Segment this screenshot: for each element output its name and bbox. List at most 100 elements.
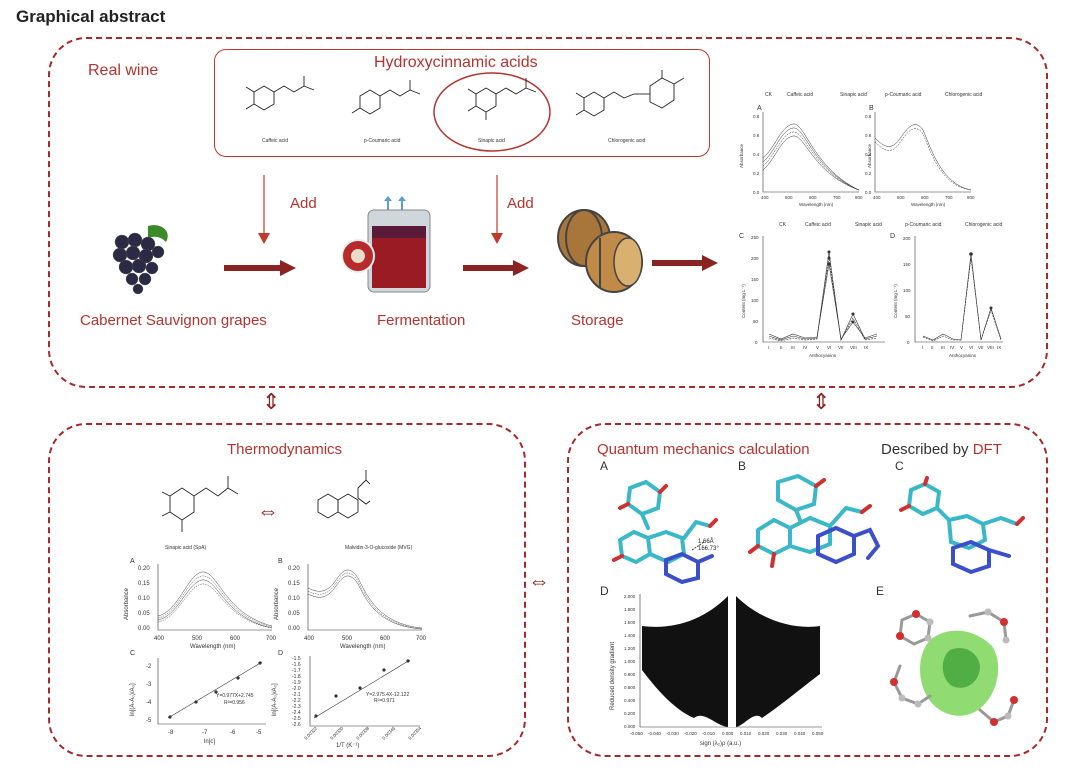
- svg-text:600: 600: [921, 195, 929, 200]
- quantum-title: Quantum mechanics calculation: [597, 441, 810, 458]
- real-wine-label: Real wine: [88, 62, 159, 79]
- svg-text:0.00338: 0.00338: [355, 725, 370, 740]
- described-by-label: Described by DFT: [881, 441, 1002, 458]
- svg-text:0.400: 0.400: [624, 698, 636, 703]
- thermo-chart-c: C -2 -3 -4 -5 -8 -7 -6 -5 ln[c] ln[(A-A₀…: [130, 650, 266, 745]
- svg-text:A: A: [130, 558, 135, 565]
- svg-text:100: 100: [903, 288, 911, 293]
- mvg-label: Malvidin-3-O-glucoside (MVG): [345, 545, 413, 551]
- svg-text:0.10: 0.10: [288, 596, 300, 602]
- svg-text:0.600: 0.600: [624, 685, 636, 690]
- svg-text:800: 800: [967, 195, 975, 200]
- svg-text:Caffeic acid: Caffeic acid: [787, 92, 813, 98]
- svg-text:B: B: [278, 558, 283, 565]
- svg-text:600: 600: [809, 195, 817, 200]
- svg-text:Absorbance: Absorbance: [274, 587, 280, 620]
- svg-text:100: 100: [751, 298, 759, 303]
- svg-text:Wavelength (nm): Wavelength (nm): [911, 202, 946, 207]
- connector-arrow-middle: ⇔: [528, 568, 550, 593]
- svg-text:0.15: 0.15: [138, 581, 150, 587]
- svg-text:-4: -4: [146, 700, 152, 706]
- svg-text:700: 700: [945, 195, 953, 200]
- svg-text:0: 0: [907, 340, 910, 345]
- svg-text:Wavelength (nm): Wavelength (nm): [340, 644, 385, 650]
- svg-text:-1.7: -1.7: [292, 668, 301, 674]
- svg-text:-2: -2: [146, 664, 152, 670]
- svg-text:700: 700: [416, 636, 427, 642]
- svg-text:0.10: 0.10: [138, 596, 150, 602]
- svg-text:Absorbance: Absorbance: [739, 143, 744, 168]
- svg-text:R²=0.971: R²=0.971: [374, 698, 395, 704]
- fermentation-tank-image: [341, 196, 431, 293]
- quantum-panel-label-a: A: [600, 459, 609, 473]
- svg-text:Anthocyanins: Anthocyanins: [949, 353, 977, 358]
- svg-text:III: III: [941, 345, 945, 350]
- svg-text:0.200: 0.200: [624, 711, 636, 716]
- svg-text:VII: VII: [838, 345, 844, 350]
- svg-text:400: 400: [761, 195, 769, 200]
- rdg-gap: [728, 596, 736, 727]
- svg-text:-1.6: -1.6: [292, 662, 301, 668]
- page-heading: Graphical abstract: [16, 7, 166, 26]
- svg-text:-1.5: -1.5: [292, 656, 301, 662]
- grapes-image: [112, 225, 168, 294]
- svg-text:I: I: [922, 345, 923, 350]
- spa-structure: [161, 476, 239, 532]
- svg-text:Sinapic acid: Sinapic acid: [855, 222, 882, 228]
- svg-text:VIII: VIII: [850, 345, 857, 350]
- bond-angle-label: 166.73°: [698, 546, 719, 552]
- content-d-label: D: [890, 233, 895, 240]
- svg-text:ln[(A-A₀)/A₀]: ln[(A-A₀)/A₀]: [272, 683, 278, 716]
- svg-text:0: 0: [755, 340, 758, 345]
- svg-text:p-Coumaric acid: p-Coumaric acid: [885, 92, 922, 98]
- svg-text:-2.6: -2.6: [292, 722, 301, 728]
- svg-text:-2.2: -2.2: [292, 698, 301, 704]
- svg-text:III: III: [791, 345, 795, 350]
- quantum-panel-label-e: E: [876, 584, 885, 598]
- svg-text:-1.8: -1.8: [292, 674, 301, 680]
- content-c-points: [827, 250, 855, 324]
- svg-text:1.600: 1.600: [624, 620, 636, 625]
- sinapic-highlight-ellipse: [433, 72, 551, 152]
- svg-text:0.20: 0.20: [138, 566, 150, 572]
- svg-text:200: 200: [903, 236, 911, 241]
- thermo-chart-a: A 0.20 0.15 0.10 0.05 0.00 400 500 600 7…: [124, 558, 277, 650]
- svg-text:1.400: 1.400: [624, 633, 636, 638]
- svg-text:500: 500: [192, 636, 203, 642]
- connector-arrow-left: ⇕: [262, 389, 281, 414]
- process-arrow-3: [652, 255, 718, 271]
- hca-title: Hydroxycinnamic acids: [374, 54, 538, 71]
- svg-text:250: 250: [751, 235, 759, 240]
- process-arrow-2: [463, 260, 529, 276]
- svg-text:700: 700: [266, 636, 277, 642]
- svg-text:1.800: 1.800: [624, 607, 636, 612]
- svg-text:0.000: 0.000: [722, 731, 734, 736]
- nci-isosurface-render: [890, 608, 1018, 726]
- sinapic-structure: [467, 78, 537, 120]
- anthocyanin-content-charts: CK Caffeic acid Sinapic acid p-Coumaric …: [739, 222, 1003, 358]
- content-c-label: C: [739, 233, 744, 240]
- svg-text:150: 150: [751, 277, 759, 282]
- svg-text:2.000: 2.000: [624, 594, 636, 599]
- spectra-b-curves: [874, 124, 972, 191]
- svg-text:Y=0.977X+2.745: Y=0.977X+2.745: [216, 693, 254, 699]
- step-label-grapes: Cabernet Sauvignon grapes: [80, 312, 267, 329]
- svg-text:0.4: 0.4: [865, 152, 872, 157]
- hydroxycinnamic-acids-box: [214, 49, 710, 157]
- svg-text:-0.050: -0.050: [630, 731, 643, 736]
- svg-text:0.4: 0.4: [753, 152, 760, 157]
- svg-text:50: 50: [753, 319, 759, 324]
- svg-text:-7: -7: [202, 730, 208, 736]
- svg-text:Wavelength (nm): Wavelength (nm): [799, 202, 834, 207]
- spectra-legend: CK: [765, 92, 773, 98]
- svg-text:500: 500: [897, 195, 905, 200]
- svg-text:0.8: 0.8: [865, 114, 872, 119]
- svg-text:Y=2.975.4X-12.122: Y=2.975.4X-12.122: [366, 692, 409, 698]
- p-coumaric-structure: [351, 80, 421, 115]
- svg-text:CK: CK: [779, 222, 787, 228]
- svg-text:500: 500: [785, 195, 793, 200]
- svg-text:-5: -5: [256, 730, 262, 736]
- svg-text:0.05: 0.05: [138, 611, 150, 617]
- svg-text:II: II: [931, 345, 934, 350]
- svg-text:-0.030: -0.030: [666, 731, 679, 736]
